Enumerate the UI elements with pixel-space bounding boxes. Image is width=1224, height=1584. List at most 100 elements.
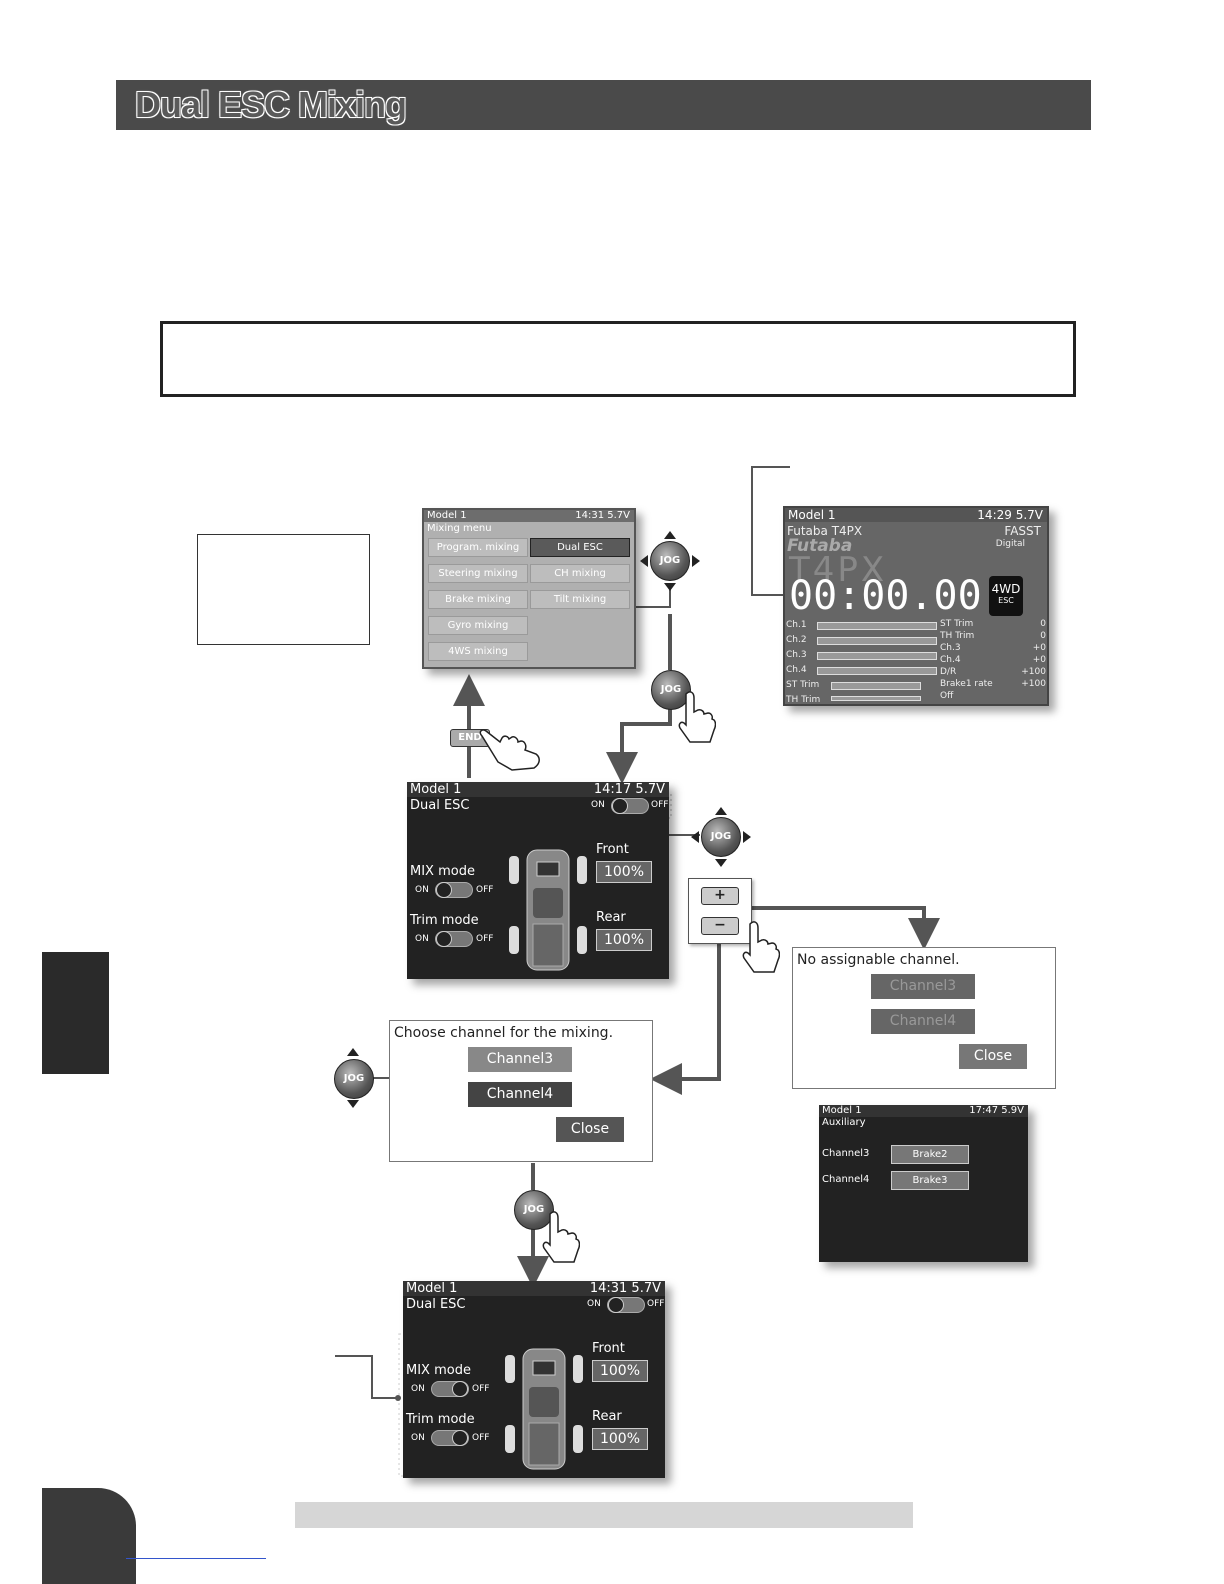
jog-press-icon: JOG xyxy=(651,670,691,710)
minus-button[interactable]: − xyxy=(701,917,739,935)
screen-heading: Mixing menu xyxy=(427,523,492,534)
menu-item-brake-mixing[interactable]: Brake mixing xyxy=(428,590,528,609)
off-label: OFF xyxy=(476,934,494,944)
jog-direction-arrows-icon xyxy=(640,531,700,591)
dual-esc-screen-enabled: Model 1 14:31 5.7V Dual ESC ON OFF MIX m… xyxy=(403,1281,665,1478)
jog-dial-icon: JOG xyxy=(334,1059,374,1099)
off-label: OFF xyxy=(647,1299,665,1309)
front-label: Front xyxy=(592,1341,625,1356)
rear-label: Rear xyxy=(596,910,626,925)
channel4-button[interactable]: Channel4 xyxy=(468,1082,572,1107)
front-rate[interactable]: 100% xyxy=(592,1360,648,1382)
menu-item-program-mixing[interactable]: Program. mixing xyxy=(428,538,528,557)
dialog-message: No assignable channel. xyxy=(797,952,960,968)
note-box xyxy=(160,321,1076,397)
front-rate[interactable]: 100% xyxy=(596,861,652,883)
trim-mode-toggle[interactable] xyxy=(435,931,473,947)
finger-press-icon xyxy=(742,921,780,973)
jog-dial-icon: JOG xyxy=(701,817,741,857)
auxiliary-screen: Model 1 17:47 5.9V Auxiliary Channel3 Br… xyxy=(819,1105,1028,1262)
on-label: ON xyxy=(411,1384,425,1394)
digital-label: Digital xyxy=(995,539,1025,549)
4wd-esc-badge[interactable]: 4WD ESC xyxy=(989,576,1023,616)
off-label: OFF xyxy=(476,885,494,895)
timer-display[interactable]: 00:00.00 xyxy=(789,573,982,619)
truck-icon xyxy=(509,849,587,971)
time-voltage: 14:31 5.7V xyxy=(575,510,630,521)
time-voltage: 14:17 5.7V xyxy=(593,782,665,797)
channel3-button[interactable]: Channel3 xyxy=(468,1047,572,1072)
channel-bar xyxy=(817,622,937,630)
channel3-function[interactable]: Brake2 xyxy=(891,1145,969,1164)
on-label: ON xyxy=(411,1433,425,1443)
brand-logo: Futaba xyxy=(787,536,853,556)
screen-heading: Dual ESC xyxy=(410,798,470,813)
off-label: OFF xyxy=(472,1433,490,1443)
model-name: Model 1 xyxy=(406,1281,458,1296)
channel4-button[interactable]: Channel4 xyxy=(871,1009,975,1034)
off-label: OFF xyxy=(651,800,669,810)
blank-box xyxy=(197,534,370,645)
dual-esc-toggle[interactable] xyxy=(607,1297,645,1313)
mix-mode-label: MIX mode xyxy=(406,1363,471,1378)
plus-button[interactable]: + xyxy=(701,887,739,905)
model-name: Model 1 xyxy=(427,510,467,521)
title-bar xyxy=(116,80,1091,130)
right-values: 0 0 +0 +0 +100 +100 xyxy=(1021,619,1046,689)
menu-item-steering-mixing[interactable]: Steering mixing xyxy=(428,564,528,583)
close-button[interactable]: Close xyxy=(556,1117,624,1142)
channel-bar xyxy=(817,637,937,645)
no-channel-dialog: No assignable channel. Channel3 Channel4… xyxy=(792,947,1056,1089)
finger-press-icon xyxy=(678,691,716,743)
dual-esc-toggle[interactable] xyxy=(611,798,649,814)
footer-link-line xyxy=(126,1558,266,1559)
dual-esc-screen: Model 1 14:17 5.7V Dual ESC ON OFF MIX m… xyxy=(407,782,669,979)
channel-labels: Ch.1 Ch.2 Ch.3 Ch.4 ST Trim TH Trim xyxy=(786,620,821,705)
time-voltage: 14:29 5.7V xyxy=(977,508,1043,522)
trim-bar xyxy=(831,696,921,701)
badge-top: 4WD xyxy=(991,582,1021,596)
menu-item-4ws-mixing[interactable]: 4WS mixing xyxy=(428,642,528,661)
dialog-message: Choose channel for the mixing. xyxy=(394,1025,614,1041)
menu-item-tilt-mixing[interactable]: Tilt mixing xyxy=(530,590,630,609)
channel-bar xyxy=(817,652,937,660)
menu-item-dual-esc[interactable]: Dual ESC xyxy=(530,538,630,557)
mixing-menu-screen: Model 1 14:31 5.7V Mixing menu Program. … xyxy=(422,508,636,669)
time-voltage: 14:31 5.7V xyxy=(589,1281,661,1296)
rear-rate[interactable]: 100% xyxy=(596,929,652,951)
status-bar: Model 1 14:29 5.7V xyxy=(785,508,1047,522)
model-name: Model 1 xyxy=(788,508,836,522)
menu-item-ch-mixing[interactable]: CH mixing xyxy=(530,564,630,583)
close-button[interactable]: Close xyxy=(959,1044,1027,1069)
screen-heading: Auxiliary xyxy=(822,1117,866,1128)
truck-icon xyxy=(505,1348,583,1470)
status-bar: Model 1 17:47 5.9V xyxy=(819,1105,1028,1117)
time-voltage: 17:47 5.9V xyxy=(969,1105,1024,1116)
product-logo: T4PX xyxy=(789,550,888,590)
page-corner-tab xyxy=(42,1488,136,1584)
rear-rate[interactable]: 100% xyxy=(592,1428,648,1450)
menu-item-gyro-mixing[interactable]: Gyro mixing xyxy=(428,616,528,635)
on-label: ON xyxy=(587,1299,601,1309)
channel4-function[interactable]: Brake3 xyxy=(891,1171,969,1190)
channel4-label: Channel4 xyxy=(822,1174,870,1185)
status-bar: Model 1 14:31 5.7V xyxy=(424,510,634,522)
section-side-tab xyxy=(42,952,109,1074)
finger-press-icon xyxy=(479,729,540,771)
on-label: ON xyxy=(415,885,429,895)
status-bar: Model 1 14:31 5.7V xyxy=(403,1281,665,1296)
trim-bar xyxy=(831,682,921,690)
trim-mode-toggle[interactable] xyxy=(431,1430,469,1446)
mix-mode-toggle[interactable] xyxy=(431,1381,469,1397)
on-label: ON xyxy=(415,934,429,944)
channel3-button[interactable]: Channel3 xyxy=(871,974,975,999)
off-label: OFF xyxy=(472,1384,490,1394)
mix-mode-label: MIX mode xyxy=(410,864,475,879)
trim-mode-label: Trim mode xyxy=(410,913,479,928)
mix-mode-toggle[interactable] xyxy=(435,882,473,898)
finger-press-icon xyxy=(542,1211,580,1263)
channel-bar xyxy=(817,667,937,675)
jog-direction-arrows-icon xyxy=(691,807,751,867)
right-labels: ST Trim TH Trim Ch.3 Ch.4 D/R Brake1 rat… xyxy=(940,619,993,701)
model-name: Model 1 xyxy=(822,1105,862,1116)
